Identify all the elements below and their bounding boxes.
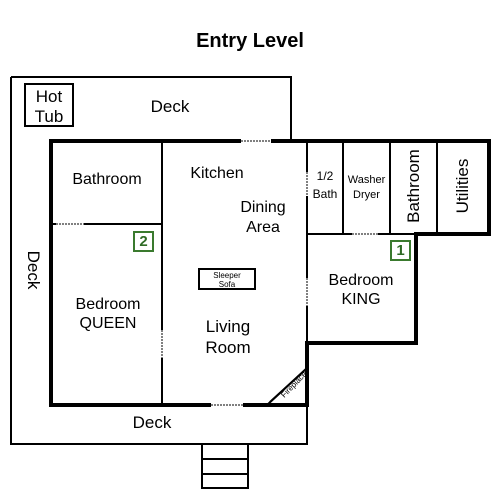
sleeper-sofa-line2: Sofa: [218, 280, 236, 289]
deck-bottom-label: Deck: [132, 413, 172, 432]
kitchen-label: Kitchen: [190, 165, 244, 182]
living-room-line2: Room: [205, 337, 251, 357]
deck-top-label: Deck: [150, 97, 190, 116]
bathroom-label: Bathroom: [72, 171, 142, 188]
bedroom-king-line2: KING: [341, 291, 381, 309]
hot-tub-label-line1: Hot: [35, 87, 63, 106]
bedroom-queen-label: Bedroom QUEEN: [56, 296, 160, 334]
door-openings: [56, 138, 378, 408]
hot-tub-label: Hot Tub: [27, 87, 71, 126]
bedroom-queen-badge: 2: [133, 231, 154, 252]
dining-area-label: Dining Area: [228, 199, 298, 238]
dining-label-line1: Dining: [240, 199, 286, 216]
bedroom-king-label: Bedroom KING: [313, 272, 409, 310]
dining-label-line2: Area: [246, 219, 280, 237]
interior-walls: [51, 141, 438, 406]
deck-outline: [10, 76, 308, 445]
bedroom-queen-line1: Bedroom: [75, 296, 141, 313]
utilities-label: Utilities: [453, 158, 472, 214]
half-bath-label: 1/2 Bath: [309, 169, 341, 202]
sleeper-sofa-line1: Sleeper: [213, 271, 241, 280]
living-room-line1: Living: [205, 317, 251, 336]
washer-dryer-label: Washer Dryer: [344, 174, 389, 201]
exterior-walls: [49, 139, 491, 407]
hot-tub-label-line2: Tub: [34, 106, 64, 126]
bedroom-king-line1: Bedroom: [328, 272, 394, 289]
plan-title: Entry Level: [196, 30, 304, 52]
bedroom-king-badge: 1: [390, 240, 411, 261]
sleeper-sofa: Sleeper Sofa: [198, 268, 256, 290]
living-room-label: Living Room: [190, 317, 266, 357]
stairs: [201, 443, 249, 489]
washer-line: Washer: [347, 174, 386, 186]
half-bath-line1: 1/2: [316, 169, 334, 183]
deck-left-label: Deck: [24, 250, 43, 290]
dryer-line: Dryer: [353, 188, 380, 201]
half-bath-line2: Bath: [312, 186, 338, 201]
bedroom-queen-line2: QUEEN: [79, 315, 137, 333]
hot-tub-box: [24, 83, 74, 127]
bathroom-right-label: Bathroom: [404, 149, 423, 223]
